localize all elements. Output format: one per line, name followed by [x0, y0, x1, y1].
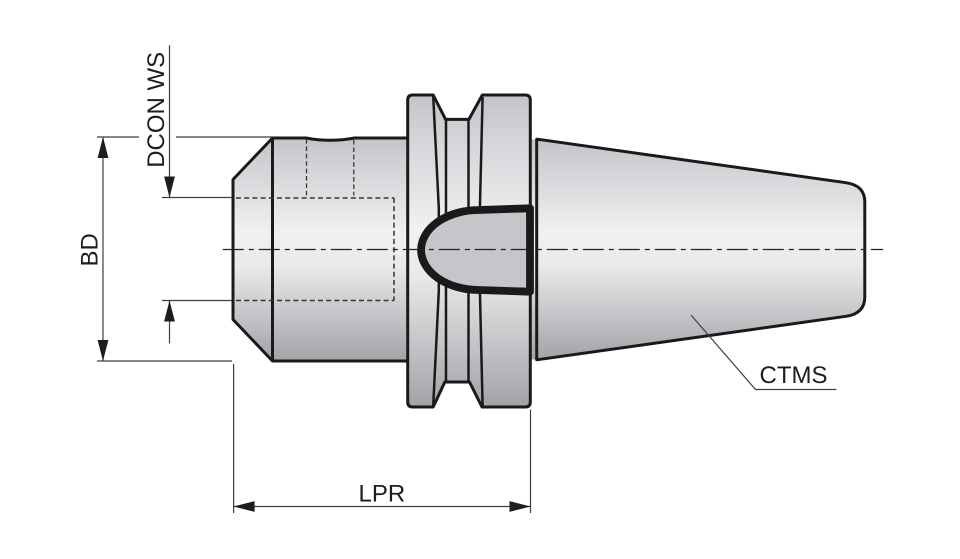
svg-text:LPR: LPR: [359, 481, 406, 508]
svg-text:BD: BD: [77, 233, 104, 266]
svg-text:CTMS: CTMS: [760, 362, 828, 389]
svg-text:DCON WS: DCON WS: [143, 52, 170, 168]
